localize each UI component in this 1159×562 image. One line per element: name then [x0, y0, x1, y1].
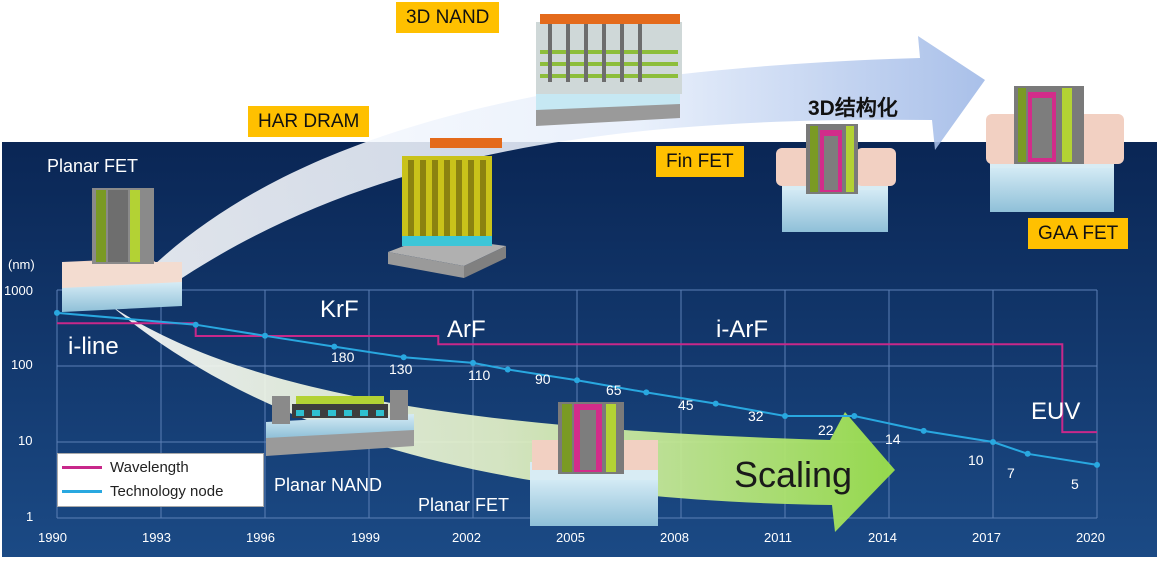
- litho-i-arf: i-ArF: [716, 316, 768, 343]
- label-scaling: Scaling: [734, 454, 853, 495]
- technology-node-point: [262, 332, 268, 339]
- litho-i-line: i-line: [68, 333, 119, 360]
- 3d-trend-arrow: [120, 36, 985, 300]
- technology-node-point: [470, 359, 476, 366]
- technology-node-point: [1024, 450, 1031, 457]
- planar-nand-illustration: [266, 390, 414, 456]
- node-label-90: 90: [535, 371, 551, 387]
- 3d-nand-illustration: [536, 14, 682, 126]
- node-label-14: 14: [885, 431, 901, 447]
- technology-node-point: [643, 389, 650, 396]
- technology-node-point: [504, 366, 511, 373]
- node-label-180: 180: [331, 349, 355, 365]
- technology-node-point: [331, 343, 338, 350]
- planar-fet-illustration: [62, 188, 182, 312]
- gaa-fet-illustration: [986, 86, 1124, 212]
- technology-node-point: [920, 427, 927, 434]
- litho-arf: ArF: [447, 316, 486, 343]
- y-tick-1000: 1000: [4, 283, 33, 298]
- label-gaa-fet: GAA FET: [1028, 218, 1129, 249]
- label-3d-structuring: 3D结构化: [808, 97, 898, 120]
- x-tick-1996: 1996: [246, 530, 275, 545]
- legend-wavelength-swatch: [62, 465, 102, 469]
- x-tick-2002: 2002: [452, 530, 481, 545]
- x-tick-1999: 1999: [351, 530, 380, 545]
- x-tick-2020: 2020: [1076, 530, 1105, 545]
- scaling-arrow: [110, 305, 895, 532]
- technology-node-points: [54, 309, 1100, 468]
- x-tick-2008: 2008: [660, 530, 689, 545]
- node-label-65: 65: [606, 382, 622, 398]
- legend-wavelength-label: Wavelength: [110, 458, 189, 476]
- technology-node-line: [56, 311, 1098, 466]
- x-tick-2017: 2017: [972, 530, 1001, 545]
- technology-node-point: [990, 439, 996, 445]
- node-label-110: 110: [468, 367, 491, 383]
- litho-krf: KrF: [320, 296, 359, 323]
- y-tick-1: 1: [26, 509, 34, 524]
- litho-euv: EUV: [1031, 398, 1081, 425]
- legend-technology-node-label: Technology node: [110, 482, 224, 500]
- label-har-dram: HAR DRAM: [248, 106, 370, 137]
- node-label-22: 22: [818, 422, 834, 438]
- node-label-32: 32: [748, 408, 764, 424]
- node-label-10: 10: [968, 452, 984, 468]
- x-tick-2011: 2011: [764, 530, 792, 545]
- har-dram-illustration: [388, 138, 506, 278]
- label-3d-nand: 3D NAND: [396, 2, 500, 33]
- x-tick-2014: 2014: [868, 530, 897, 545]
- legend-technology-node: Technology node: [62, 481, 223, 501]
- planar-fet-bottom-illustration: [530, 402, 658, 526]
- technology-node-point: [1094, 461, 1100, 468]
- label-planar-fet-top: Planar FET: [47, 156, 139, 176]
- node-label-45: 45: [678, 397, 694, 413]
- fin-fet-illustration: [776, 124, 896, 232]
- label-planar-fet-bottom: Planar FET: [418, 495, 510, 515]
- y-unit: (nm): [8, 257, 35, 272]
- y-tick-100: 100: [11, 357, 33, 372]
- technology-node-point: [851, 413, 858, 419]
- chart-legend: Wavelength Technology node: [57, 453, 264, 507]
- node-label-5: 5: [1071, 476, 1079, 492]
- node-label-7: 7: [1007, 465, 1015, 481]
- technology-node-point: [712, 400, 719, 407]
- x-tick-2005: 2005: [556, 530, 585, 545]
- x-tick-1990: 1990: [38, 530, 67, 545]
- technology-node-point: [54, 309, 60, 316]
- legend-technology-node-swatch: [62, 489, 102, 493]
- technology-node-point: [574, 377, 580, 384]
- label-planar-nand: Planar NAND: [274, 475, 383, 495]
- legend-wavelength: Wavelength: [62, 457, 189, 477]
- label-fin-fet: Fin FET: [656, 146, 744, 177]
- technology-node-point: [400, 354, 407, 361]
- node-label-130: 130: [389, 361, 413, 377]
- technology-node-point: [192, 321, 199, 328]
- x-tick-1993: 1993: [142, 530, 171, 545]
- y-tick-10: 10: [18, 433, 33, 448]
- technology-node-point: [782, 413, 788, 419]
